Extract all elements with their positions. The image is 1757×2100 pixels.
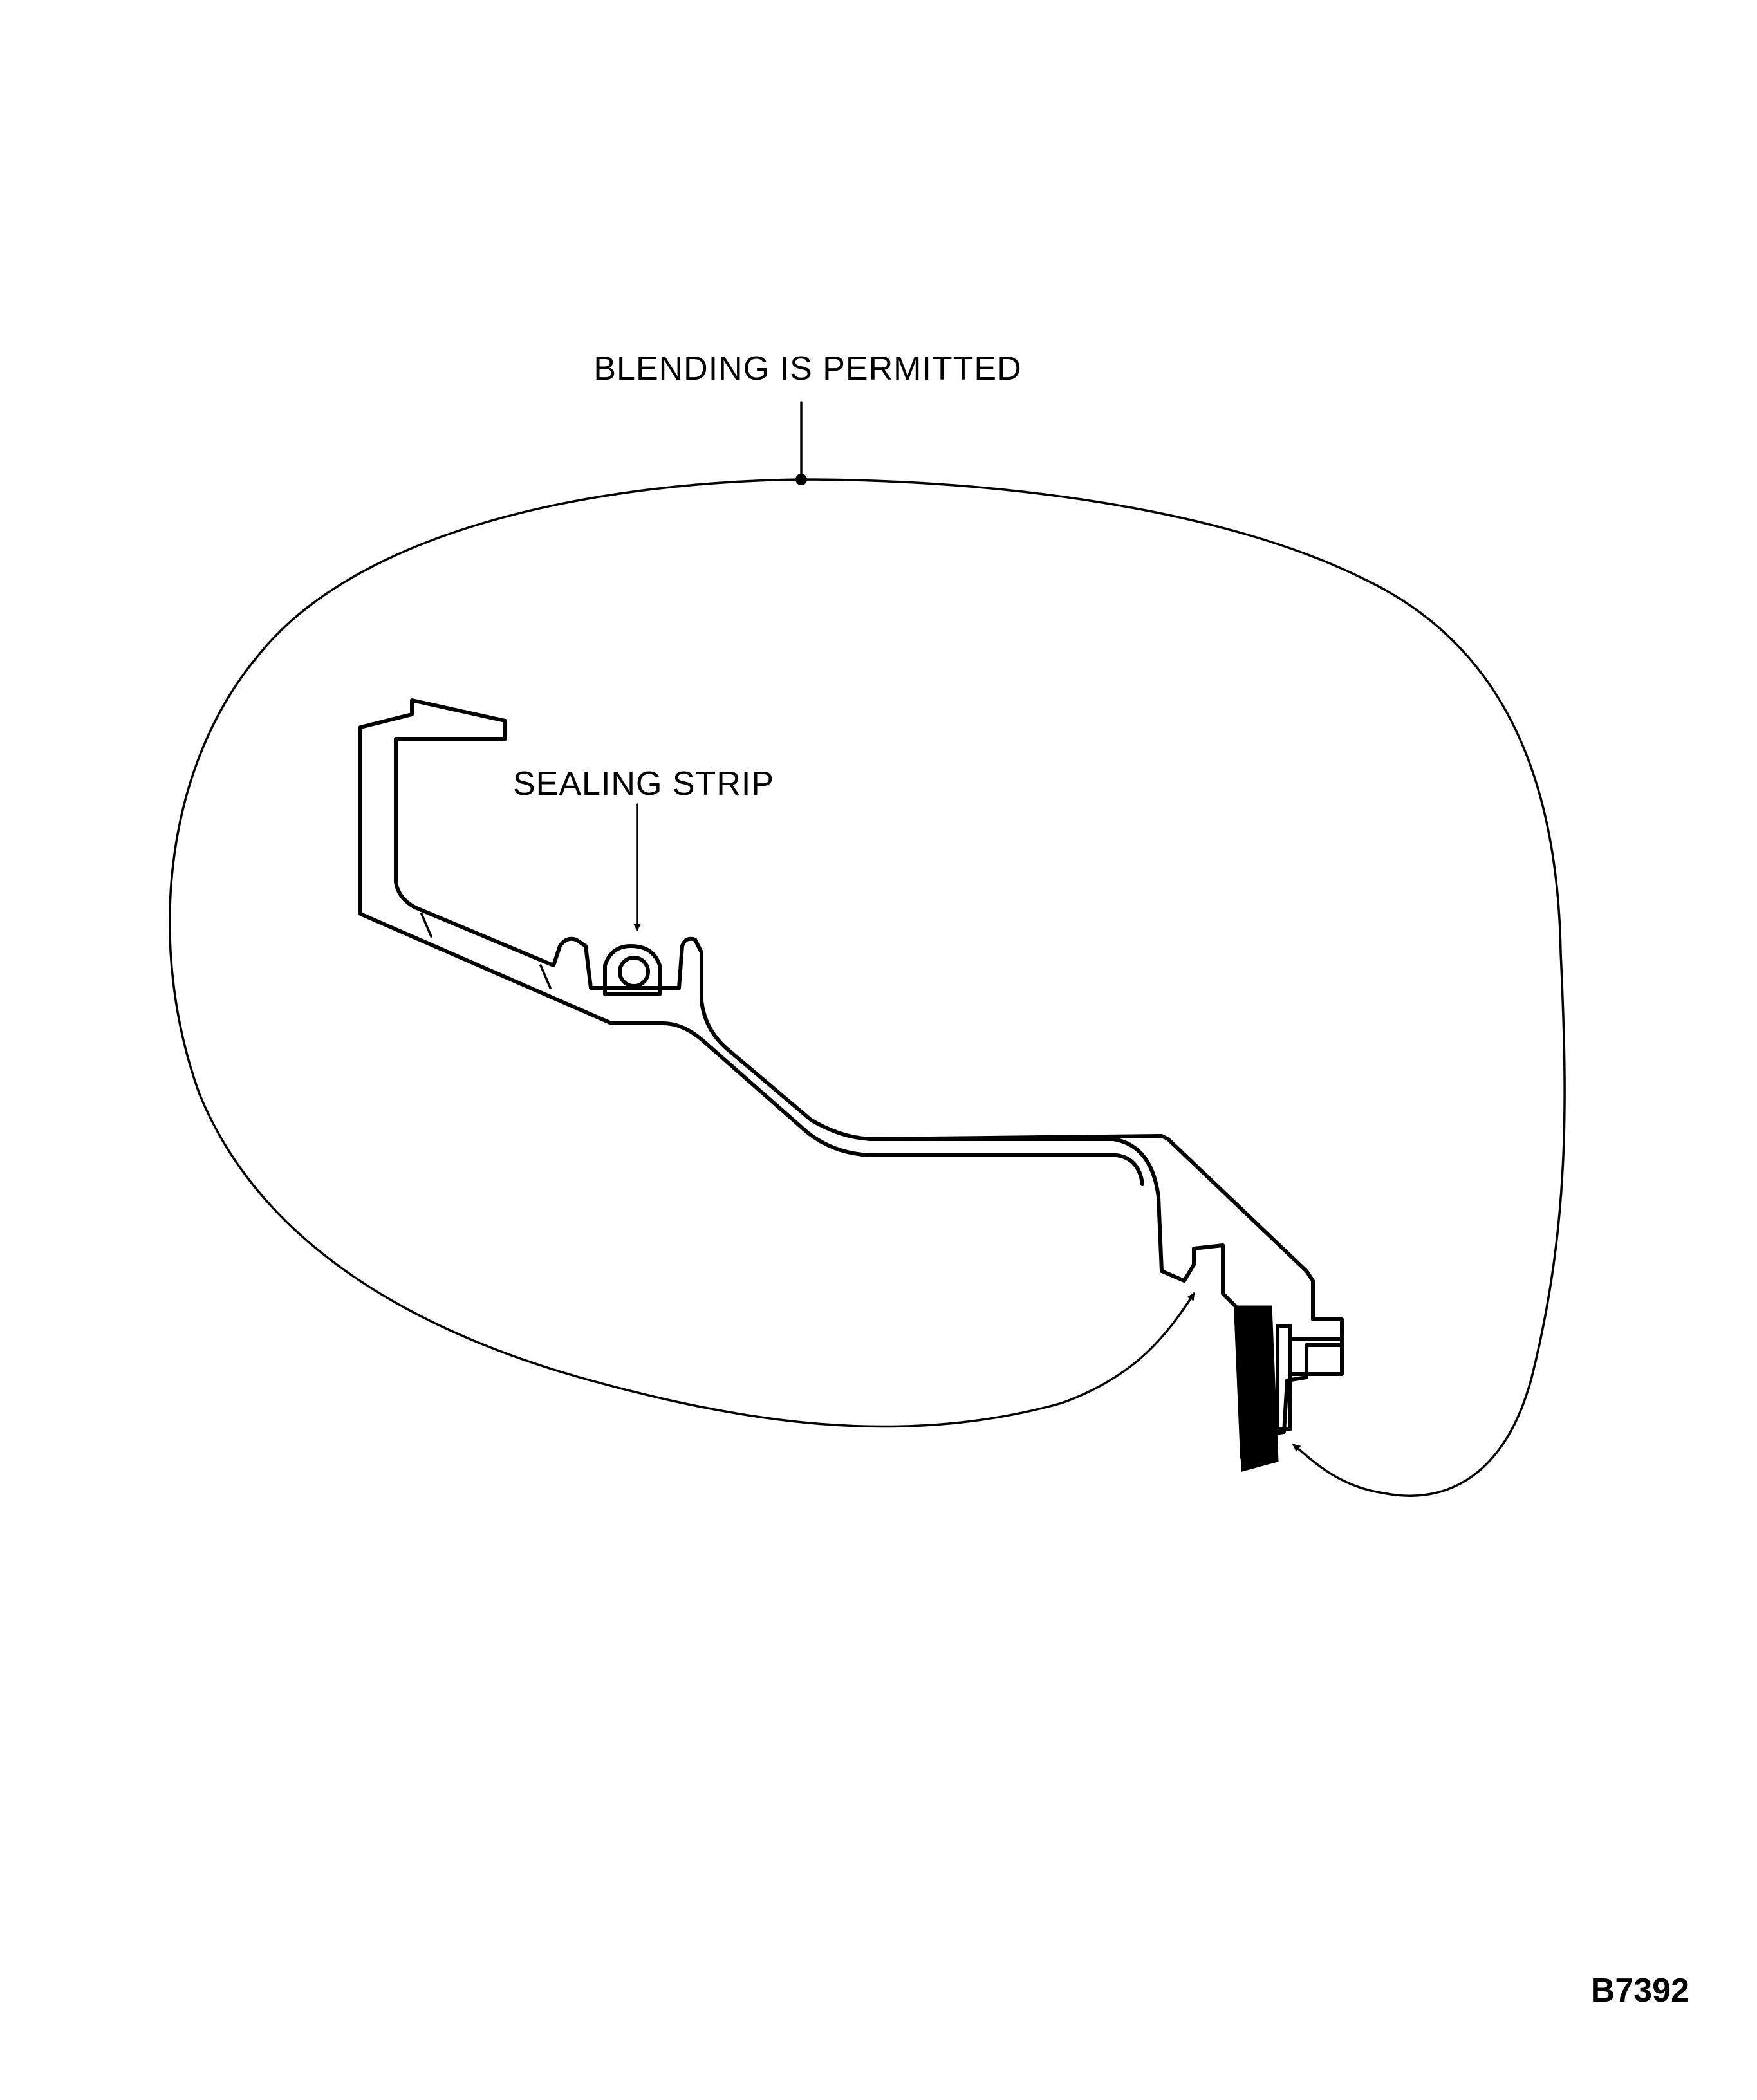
sealing-strip-profile bbox=[618, 956, 650, 988]
seal-stack-stud bbox=[1288, 1337, 1344, 1376]
sealing-strip-seat bbox=[603, 944, 662, 996]
part-cross-section-outer bbox=[358, 698, 1344, 1463]
blending-leader-dot bbox=[795, 474, 807, 485]
section-hatch-1 bbox=[420, 913, 432, 938]
seal-stack-washer bbox=[1276, 1324, 1292, 1431]
seal-stack-dark bbox=[1234, 1305, 1279, 1472]
part-cross-section-inner bbox=[358, 725, 1144, 1186]
blending-boundary-outline bbox=[800, 478, 1566, 1497]
figure-id: B7392 bbox=[1591, 1972, 1689, 2009]
section-hatch-2 bbox=[539, 964, 552, 989]
sealing-strip-callout-label: SEALING STRIP bbox=[513, 765, 774, 803]
blending-callout-label: BLENDING IS PERMITTED bbox=[593, 350, 1021, 387]
blending-boundary-lower bbox=[169, 478, 1195, 1428]
